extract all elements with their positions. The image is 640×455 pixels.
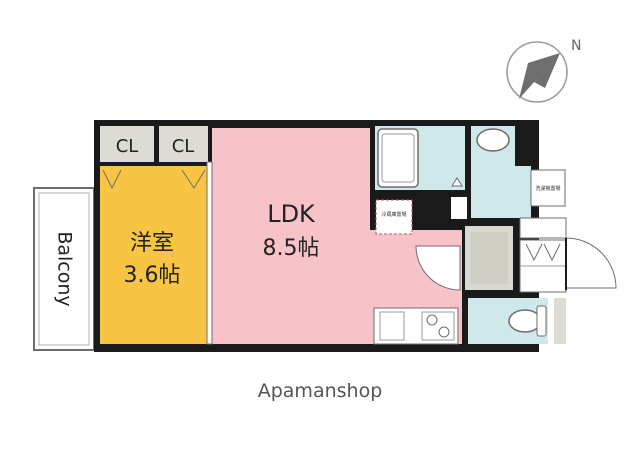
shoe-cabinet-door-1 xyxy=(525,243,543,262)
bathroom-door-mark xyxy=(451,177,463,187)
closet-1 xyxy=(100,126,154,162)
compass: N xyxy=(506,38,581,103)
washer-space-label: 洗濯機置場 xyxy=(535,185,560,192)
bathtub xyxy=(377,128,419,188)
western-room-size: 3.6帖 xyxy=(124,263,181,288)
stove-burner-1 xyxy=(426,314,438,326)
front-door-swing xyxy=(565,237,617,289)
toilet-storage xyxy=(554,298,566,344)
sliding-door-frame xyxy=(206,161,213,345)
pillar xyxy=(449,195,469,221)
toilet-bowl xyxy=(508,309,542,333)
compass-needle-shade xyxy=(519,53,560,99)
bathtub-inner xyxy=(381,133,415,183)
wash-basin xyxy=(476,128,510,152)
shoe-cabinet-door-2 xyxy=(543,243,561,262)
kitchen-sink xyxy=(379,311,405,341)
ldk-room xyxy=(212,128,370,344)
fridge-space xyxy=(375,199,413,235)
stove-burner-2 xyxy=(438,326,450,338)
western-room-name: 洋室 xyxy=(130,231,174,256)
balcony-rail xyxy=(38,192,90,346)
closet-2 xyxy=(159,126,208,162)
balcony-label: Balcony xyxy=(54,231,76,306)
stove xyxy=(421,311,455,341)
compass-north-label: N xyxy=(571,38,581,54)
ldk-door-swing xyxy=(415,245,461,291)
closet-2-door xyxy=(181,169,206,189)
closet-2-label: CL xyxy=(172,136,195,157)
washroom xyxy=(471,166,531,218)
balcony-outline xyxy=(33,187,95,351)
western-room xyxy=(100,166,208,344)
fridge-space-label: 冷蔵庫置場 xyxy=(381,211,406,218)
entrance-step xyxy=(519,217,567,239)
entrance-floor xyxy=(470,232,508,284)
ldk-size: 8.5帖 xyxy=(263,236,320,261)
closet-1-door xyxy=(102,169,122,190)
closet-1-label: CL xyxy=(116,136,139,157)
balcony: Balcony xyxy=(33,187,95,351)
ldk-name: LDK xyxy=(267,200,316,228)
brand-label: Apamanshop xyxy=(258,380,383,402)
washer-space xyxy=(530,169,566,207)
toilet-tank xyxy=(536,305,547,337)
